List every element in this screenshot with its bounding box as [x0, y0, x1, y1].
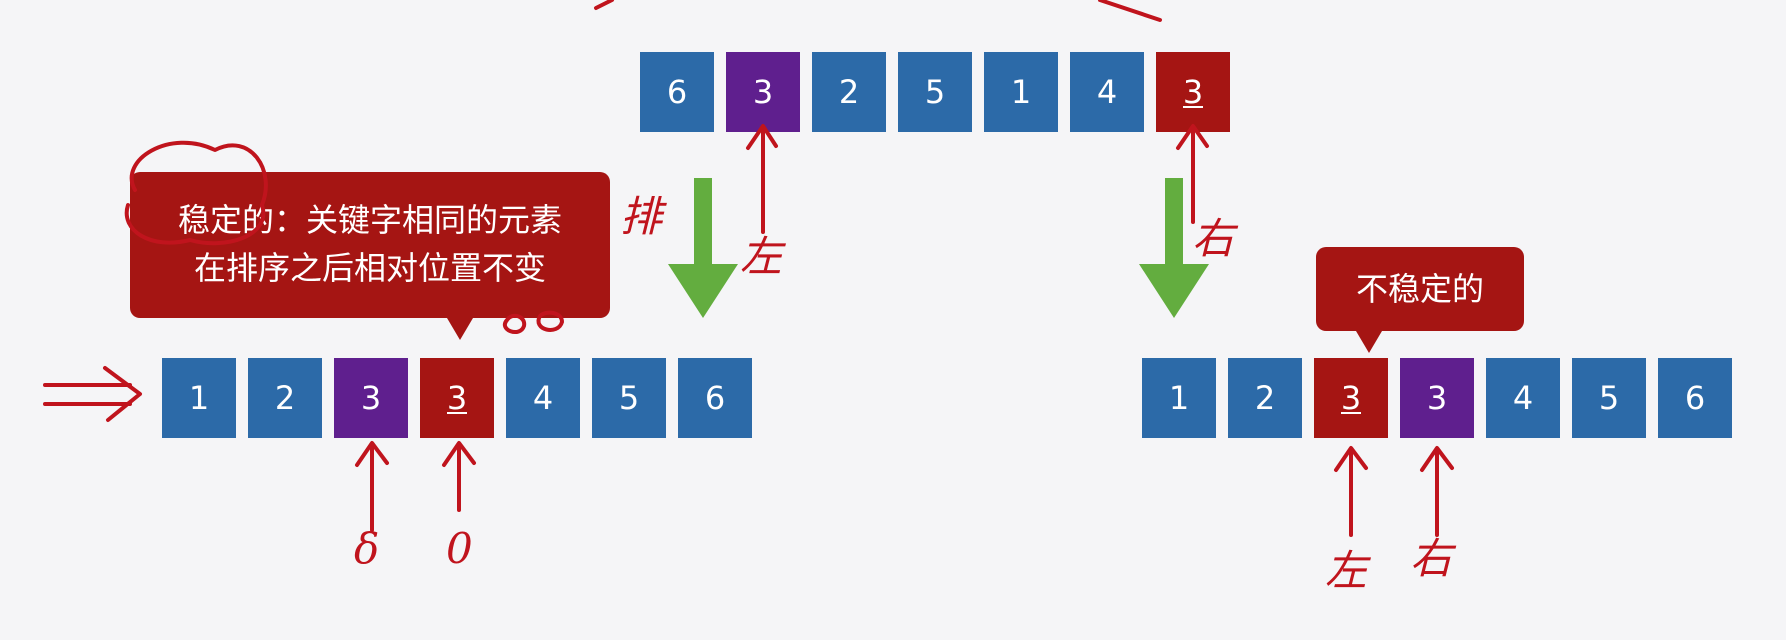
array-cell: 3	[1314, 358, 1388, 438]
handwritten-right-original: 右	[1192, 214, 1235, 263]
array-cell: 3	[1400, 358, 1474, 438]
handwritten-right-unstable: 右	[1410, 534, 1453, 583]
arrow-shaft	[694, 178, 712, 266]
cell-value: 2	[838, 73, 860, 111]
ink-stroke-top-left	[594, 0, 614, 10]
array-cell: 6	[1658, 358, 1732, 438]
arrow-shaft	[1165, 178, 1183, 266]
array-cell: 6	[678, 358, 752, 438]
cell-value: 3	[1340, 379, 1362, 417]
arrow-up-stable-purple	[355, 441, 389, 532]
handwritten-mark-stable-1: δ	[354, 524, 380, 573]
handwritten-sort: 排	[620, 192, 663, 241]
sort-arrow-stable	[668, 178, 738, 318]
array-cell: 2	[248, 358, 322, 438]
cell-value: 5	[1598, 379, 1620, 417]
array-cell: 1	[984, 52, 1058, 132]
array-cell: 1	[162, 358, 236, 438]
cell-value: 5	[618, 379, 640, 417]
arrow-up-original-purple	[746, 124, 778, 234]
sort-arrow-unstable	[1139, 178, 1209, 318]
stable-definition-line1: 稳定的：关键字相同的元素	[177, 201, 562, 239]
cell-value: 3	[360, 379, 382, 417]
array-cell: 4	[1486, 358, 1560, 438]
ink-mark-1	[502, 313, 527, 334]
array-cell: 3	[334, 358, 408, 438]
cell-value: 1	[1010, 73, 1032, 111]
cell-value: 4	[1096, 73, 1118, 111]
arrow-up-stable-red	[442, 441, 476, 512]
array-cell: 3	[420, 358, 494, 438]
cell-value: 4	[532, 379, 554, 417]
cell-value: 6	[666, 73, 688, 111]
array-cell: 4	[506, 358, 580, 438]
array-cell: 6	[640, 52, 714, 132]
array-cell: 1	[1142, 358, 1216, 438]
cell-value: 3	[446, 379, 468, 417]
arrow-head	[668, 264, 738, 318]
handwritten-left-unstable: 左	[1325, 546, 1368, 595]
array-cell: 2	[1228, 358, 1302, 438]
cell-value: 3	[1426, 379, 1448, 417]
array-cell: 3	[726, 52, 800, 132]
arrow-up-unstable-red	[1334, 446, 1368, 537]
cell-value: 1	[188, 379, 210, 417]
cell-value: 4	[1512, 379, 1534, 417]
arrow-head	[1139, 264, 1209, 318]
unstable-label: 不稳定的	[1355, 270, 1484, 308]
array-cell: 3	[1156, 52, 1230, 132]
array-cell: 2	[812, 52, 886, 132]
double-arrow-head	[103, 366, 142, 422]
cell-value: 3	[752, 73, 774, 111]
stable-definition-line2: 在排序之后相对位置不变	[193, 249, 546, 287]
arrow-up-unstable-purple	[1420, 446, 1454, 537]
handwritten-mark-stable-2: 0	[446, 524, 473, 573]
array-cell: 5	[1572, 358, 1646, 438]
cell-value: 3	[1182, 73, 1204, 111]
cell-value: 2	[1254, 379, 1276, 417]
cell-value: 2	[274, 379, 296, 417]
cell-value: 1	[1168, 379, 1190, 417]
cell-value: 5	[924, 73, 946, 111]
unstable-callout: 不稳定的	[1316, 247, 1524, 353]
array-cell: 5	[898, 52, 972, 132]
array-cell: 5	[592, 358, 666, 438]
handwritten-left-original: 左	[740, 232, 783, 281]
cell-value: 6	[1684, 379, 1706, 417]
cell-value: 6	[704, 379, 726, 417]
stable-callout: 稳定的：关键字相同的元素 在排序之后相对位置不变	[130, 172, 610, 340]
array-cell: 4	[1070, 52, 1144, 132]
ink-stroke-top-right	[1098, 0, 1162, 22]
